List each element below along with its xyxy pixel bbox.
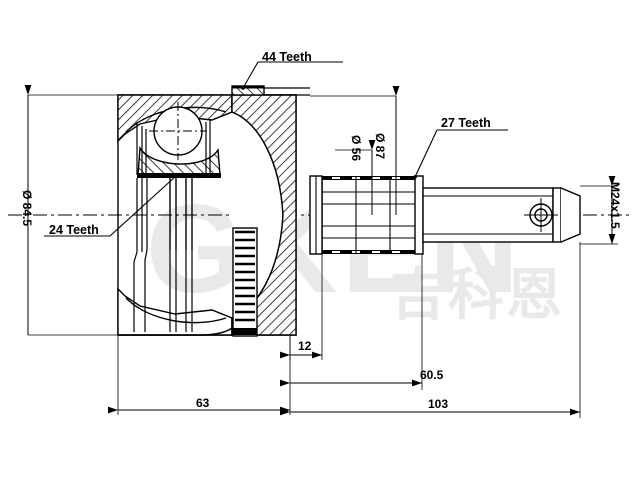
dimension-length-60-5: 60.5 bbox=[420, 368, 444, 382]
callout-44-teeth: 44 Teeth bbox=[262, 50, 312, 64]
dimension-length-63: 63 bbox=[196, 396, 210, 410]
dimension-length-103: 103 bbox=[428, 397, 449, 411]
dimension-thread-m24: M24x1.5 bbox=[608, 182, 622, 229]
callout-24-teeth: 24 Teeth bbox=[49, 223, 99, 237]
dimension-diameter-84-5: Ø 84.5 bbox=[20, 190, 34, 227]
callout-27-teeth: 27 Teeth bbox=[441, 116, 491, 130]
dimension-length-12: 12 bbox=[298, 339, 312, 353]
dimension-diameter-87: Ø 87 bbox=[373, 133, 387, 160]
dimension-diameter-56: Ø 56 bbox=[349, 135, 363, 162]
